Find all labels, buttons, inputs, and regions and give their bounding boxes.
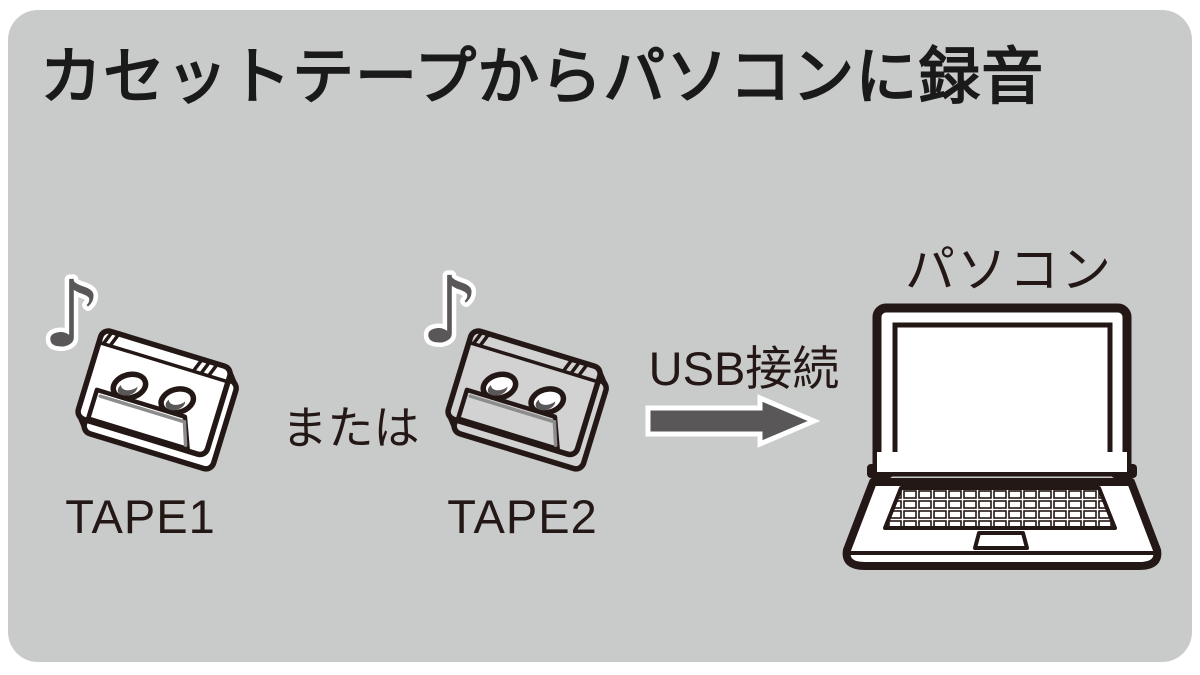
tape2-label: TAPE2 [447,490,598,543]
cassette-tape-icon [445,328,609,472]
tape1-label: TAPE1 [65,490,216,543]
page-title: カセットテープからパソコンに録音 [40,43,1045,112]
or-label: または [281,402,420,454]
right-arrow-icon [645,394,821,448]
laptop-icon [842,303,1162,570]
usb-connection-label: USB接続 [648,342,840,395]
cassette-tape-icon [75,328,239,472]
pc-label: パソコン [905,242,1113,298]
